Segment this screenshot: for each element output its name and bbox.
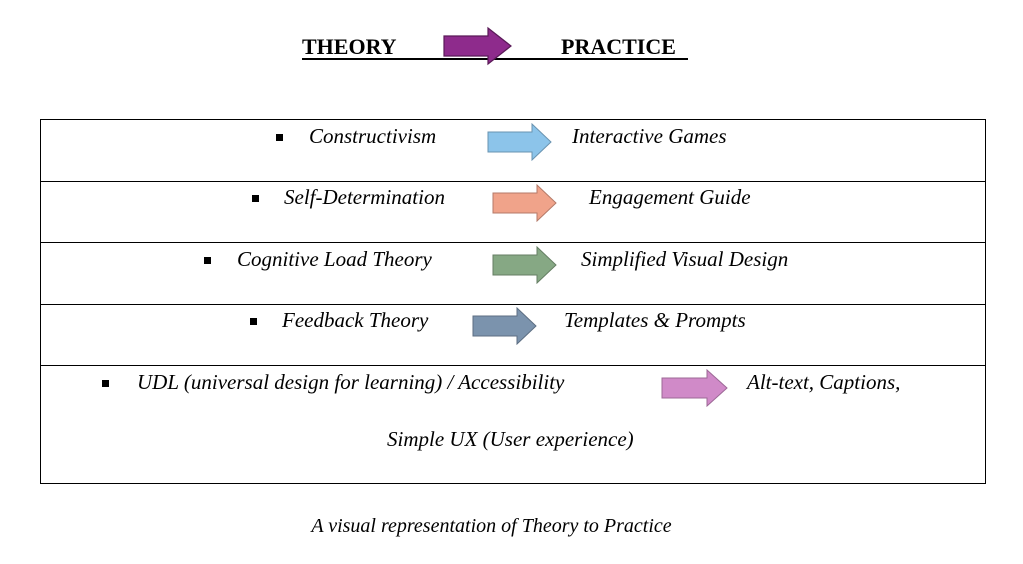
table-row: UDL (universal design for learning) / Ac… [41,365,985,483]
theory-label: Feedback Theory [282,308,429,332]
row-arrow-icon [492,184,557,222]
table-row: Self-Determination Engagement Guide [41,181,985,243]
figure-caption: A visual representation of Theory to Pra… [311,515,672,537]
bullet-icon [204,257,211,264]
bullet-icon [250,318,257,325]
theory-label: UDL (universal design for learning) / Ac… [137,370,565,394]
bullet-icon [276,134,283,141]
table-row: Cognitive Load Theory Simplified Visual … [41,242,985,305]
practice-label-line2: Simple UX (User experience) [387,427,634,451]
header-theory-label: THEORY [302,34,397,59]
practice-label: Simplified Visual Design [581,247,789,271]
row-arrow-icon [472,307,537,345]
table-row: Feedback Theory Templates & Prompts [41,304,985,366]
practice-label: Interactive Games [572,124,727,148]
table-row: Constructivism Interactive Games [41,120,985,182]
theory-label: Self-Determination [284,185,445,209]
row-arrow-icon [661,369,728,407]
theory-practice-table: Constructivism Interactive Games Self-De… [40,119,986,484]
practice-label: Alt-text, Captions, [747,370,901,394]
row-arrow-icon [492,246,557,284]
theory-label: Cognitive Load Theory [237,247,432,271]
header-arrow-icon [443,26,512,66]
practice-label: Templates & Prompts [564,308,746,332]
bullet-icon [102,380,109,387]
bullet-icon [252,195,259,202]
theory-label: Constructivism [309,124,437,148]
practice-label: Engagement Guide [589,185,751,209]
header-practice-label: PRACTICE [561,34,676,59]
diagram-header: THEORY PRACTICE [300,24,700,68]
row-arrow-icon [487,123,552,161]
